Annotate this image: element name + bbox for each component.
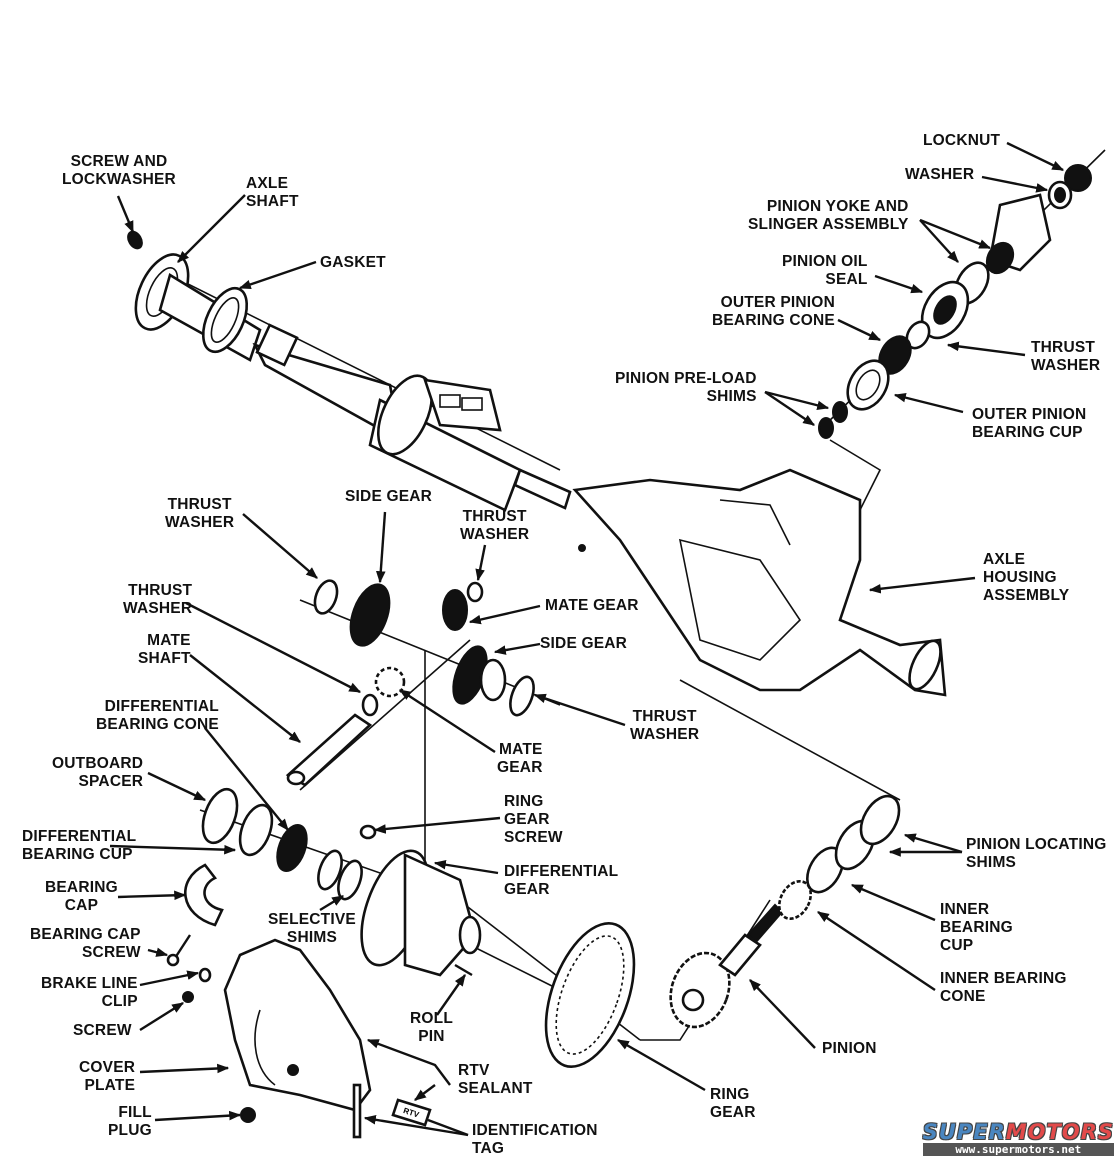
label-thrust-washer-3: THRUST WASHER xyxy=(123,582,193,617)
label-fill-plug: FILL PLUG xyxy=(108,1104,152,1139)
label-identification-tag: IDENTIFICATION TAG xyxy=(472,1122,598,1157)
bearing-cap-part xyxy=(184,863,224,927)
label-roll-pin: ROLL PIN xyxy=(410,1010,453,1045)
label-screw-and-lockwasher: SCREW AND LOCKWASHER xyxy=(62,153,176,188)
pinion-preload-shims-part xyxy=(818,401,848,439)
watermark-brand-super: SUPER xyxy=(922,1120,1006,1144)
screw-part xyxy=(182,991,194,1003)
label-axle-shaft: AXLE SHAFT xyxy=(246,175,299,210)
pinion-locating-shims-part xyxy=(834,794,901,871)
axle-tube-part xyxy=(368,374,572,512)
label-mate-gear-1: MATE GEAR xyxy=(545,597,639,614)
label-outer-pinion-bearing-cup: OUTER PINION BEARING CUP xyxy=(972,406,1087,441)
label-bearing-cap: BEARING CAP xyxy=(45,879,118,914)
label-side-gear-2: SIDE GEAR xyxy=(540,635,628,652)
label-differential-gear: DIFFERENTIAL GEAR xyxy=(504,863,619,898)
label-screw: SCREW xyxy=(73,1022,132,1039)
label-side-gear-1: SIDE GEAR xyxy=(345,488,433,505)
differential-case-part xyxy=(360,849,482,977)
label-pinion-thrust-washer: THRUST WASHER xyxy=(1031,339,1101,374)
screw-and-lockwasher-part xyxy=(127,230,143,250)
label-pinion-preload-shims: PINION PRE-LOAD SHIMS xyxy=(615,370,757,405)
pinion-part xyxy=(669,903,784,1029)
label-cover-plate: COVER PLATE xyxy=(79,1059,136,1094)
gasket-part xyxy=(201,286,249,354)
identification-tag-part xyxy=(352,1083,362,1139)
label-brake-line-clip: BRAKE LINE CLIP xyxy=(41,975,138,1010)
axle-shaft-part xyxy=(134,253,402,443)
rtv-sealant-tube-part: RTV xyxy=(391,1098,432,1127)
outboard-spacer-part xyxy=(201,787,239,845)
watermark-url: www.supermotors.net xyxy=(922,1143,1114,1156)
watermark-brand-motors: MOTORS xyxy=(1005,1120,1114,1144)
label-bearing-cap-screw: BEARING CAP SCREW xyxy=(30,926,141,961)
label-pinion-yoke-and-slinger: PINION YOKE AND SLINGER ASSEMBLY xyxy=(748,198,909,233)
bearing-cap-screw-part xyxy=(166,934,192,967)
label-gasket: GASKET xyxy=(320,254,386,271)
label-differential-bearing-cone: DIFFERENTIAL BEARING CONE xyxy=(96,698,219,733)
supermotors-watermark: SUPERMOTORS www.supermotors.net xyxy=(922,1121,1114,1156)
leader-lines xyxy=(109,141,1065,1137)
inner-bearing-cone-part xyxy=(777,880,813,920)
label-outboard-spacer: OUTBOARD SPACER xyxy=(52,755,144,790)
label-axle-housing-assembly: AXLE HOUSING ASSEMBLY xyxy=(983,551,1070,604)
label-differential-bearing-cup: DIFFERENTIAL BEARING CUP xyxy=(22,828,137,863)
label-pinion-locating-shims: PINION LOCATING SHIMS xyxy=(966,836,1107,871)
differential-bearing-cup-part xyxy=(238,803,274,857)
label-washer: WASHER xyxy=(905,166,975,183)
locknut-part xyxy=(1064,164,1092,192)
label-inner-bearing-cup: INNER BEARING CUP xyxy=(940,901,1013,954)
label-mate-gear-2: MATE GEAR xyxy=(497,741,543,776)
label-thrust-washer-1: THRUST WASHER xyxy=(165,496,235,531)
label-thrust-washer-4: THRUST WASHER xyxy=(630,708,700,743)
label-ring-gear: RING GEAR xyxy=(710,1086,756,1121)
label-mate-shaft: MATE SHAFT xyxy=(138,632,191,667)
label-pinion: PINION xyxy=(822,1040,877,1057)
side-gear-part xyxy=(349,583,391,647)
ring-gear-part xyxy=(544,922,636,1068)
washer-part xyxy=(1047,180,1073,210)
side-gear-part xyxy=(452,645,535,717)
watermark-brand: SUPERMOTORS xyxy=(923,1121,1114,1143)
fill-plug-part xyxy=(240,1107,256,1123)
label-locknut: LOCKNUT xyxy=(923,132,1001,149)
pinion-oil-seal-part xyxy=(920,280,970,340)
label-inner-bearing-cone: INNER BEARING CONE xyxy=(940,970,1067,1005)
cover-plate-part xyxy=(223,938,372,1112)
mate-gear-part xyxy=(442,581,484,631)
brake-line-clip-part xyxy=(198,967,212,983)
differential-bearing-cone-part xyxy=(276,824,308,872)
pinion-yoke-part xyxy=(985,193,1052,275)
label-thrust-washer-2: THRUST WASHER xyxy=(460,508,530,543)
selective-shims-part xyxy=(317,849,363,901)
label-pinion-oil-seal: PINION OIL SEAL xyxy=(782,253,868,288)
outer-pinion-bearing-cup-part xyxy=(846,359,890,411)
label-ring-gear-screw: RING GEAR SCREW xyxy=(504,793,563,846)
mate-gear-part xyxy=(361,666,406,717)
label-outer-pinion-bearing-cone: OUTER PINION BEARING CONE xyxy=(712,294,835,329)
label-selective-shims: SELECTIVE SHIMS xyxy=(268,911,356,946)
mate-shaft-part xyxy=(285,713,373,787)
thrust-washer-part xyxy=(313,579,339,615)
ring-gear-screw-part xyxy=(359,824,377,840)
label-rtv-sealant: RTV SEALANT xyxy=(458,1062,533,1097)
axle-housing-part xyxy=(572,468,947,697)
